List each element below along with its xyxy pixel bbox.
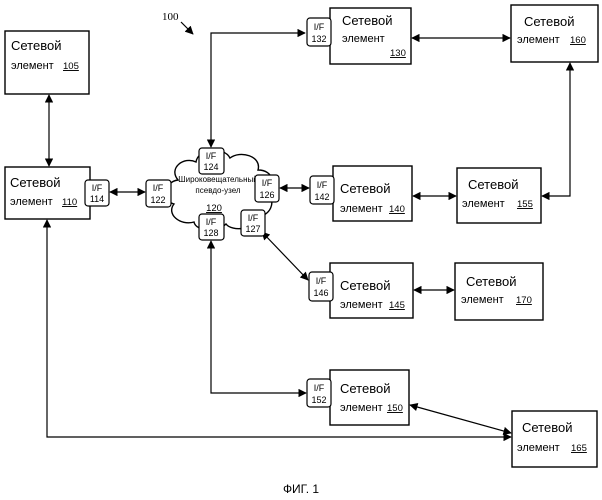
element-number: 145 bbox=[389, 300, 405, 311]
interface-122: I/F 122 bbox=[146, 180, 171, 207]
element-subtitle: элемент bbox=[462, 198, 505, 210]
interface-128: I/F 128 bbox=[199, 214, 224, 240]
interface-142: I/F 142 bbox=[310, 176, 334, 204]
interface-number: 132 bbox=[311, 34, 326, 44]
element-number: 170 bbox=[516, 295, 532, 306]
link-110-165 bbox=[47, 220, 511, 437]
link-155-160 bbox=[542, 63, 570, 196]
interface-label: I/F bbox=[248, 213, 259, 223]
interface-label: I/F bbox=[262, 178, 273, 188]
figure-ref-number: 100 bbox=[162, 11, 179, 23]
element-subtitle: элемент bbox=[342, 33, 385, 45]
network-element-110: Сетевой элемент 110 bbox=[5, 167, 90, 219]
link-127-146 bbox=[262, 232, 308, 280]
element-title: Сетевой bbox=[522, 420, 572, 435]
network-element-160: Сетевой элемент 160 bbox=[511, 5, 598, 62]
element-number: 155 bbox=[517, 199, 533, 210]
element-subtitle: элемент bbox=[340, 299, 383, 311]
element-number: 130 bbox=[390, 48, 406, 59]
element-subtitle: элемент bbox=[340, 203, 383, 215]
hub-label-line1: Широковещательный bbox=[178, 175, 257, 184]
network-element-145: Сетевой элемент 145 bbox=[330, 263, 413, 318]
interface-number: 122 bbox=[150, 195, 165, 205]
element-number: 110 bbox=[62, 197, 77, 208]
interface-label: I/F bbox=[316, 276, 327, 286]
element-title: Сетевой bbox=[10, 175, 60, 190]
interface-number: 142 bbox=[314, 192, 329, 202]
element-subtitle: элемент bbox=[517, 34, 560, 46]
interface-label: I/F bbox=[317, 180, 328, 190]
element-number: 140 bbox=[389, 204, 405, 215]
network-element-150: Сетевой элемент 150 bbox=[330, 370, 409, 425]
element-title: Сетевой bbox=[466, 274, 516, 289]
interface-124: I/F 124 bbox=[199, 148, 224, 174]
link-124-132 bbox=[211, 33, 305, 147]
network-element-140: Сетевой элемент 140 bbox=[333, 166, 412, 221]
interface-number: 128 bbox=[203, 228, 218, 238]
network-element-130: Сетевой элемент 130 bbox=[330, 8, 411, 64]
element-number: 150 bbox=[387, 403, 403, 414]
hub-number: 120 bbox=[206, 203, 222, 214]
network-element-105: Сетевой элемент 105 bbox=[5, 31, 89, 94]
interface-number: 126 bbox=[259, 190, 274, 200]
network-element-170: Сетевой элемент 170 bbox=[455, 263, 543, 320]
element-subtitle: элемент bbox=[10, 196, 53, 208]
element-title: Сетевой bbox=[468, 177, 518, 192]
element-subtitle: элемент bbox=[461, 294, 504, 306]
element-number: 160 bbox=[570, 35, 586, 46]
element-number: 165 bbox=[571, 443, 587, 454]
interface-label: I/F bbox=[206, 151, 217, 161]
link-150-165 bbox=[410, 405, 511, 433]
element-title: Сетевой bbox=[524, 14, 574, 29]
interface-number: 124 bbox=[203, 162, 218, 172]
interface-146: I/F 146 bbox=[309, 272, 333, 301]
interface-number: 114 bbox=[90, 194, 104, 204]
hub-label-line2: псевдо-узел bbox=[195, 186, 240, 195]
element-title: Сетевой bbox=[342, 13, 392, 28]
figure-caption: ФИГ. 1 bbox=[283, 482, 319, 496]
element-subtitle: элемент bbox=[11, 60, 54, 72]
network-element-165: Сетевой элемент 165 bbox=[512, 411, 597, 467]
interface-label: I/F bbox=[314, 383, 325, 393]
element-subtitle: элемент bbox=[340, 402, 383, 414]
interface-152: I/F 152 bbox=[307, 379, 331, 407]
element-title: Сетевой bbox=[11, 38, 61, 53]
interface-132: I/F 132 bbox=[307, 18, 331, 46]
interface-label: I/F bbox=[314, 22, 325, 32]
figure-ref-arrow bbox=[181, 22, 193, 34]
interface-label: I/F bbox=[92, 183, 103, 193]
interface-126: I/F 126 bbox=[255, 175, 279, 202]
interface-label: I/F bbox=[153, 183, 164, 193]
interface-114: I/F 114 bbox=[85, 180, 109, 206]
interface-number: 127 bbox=[245, 224, 260, 234]
element-title: Сетевой bbox=[340, 381, 390, 396]
element-number: 105 bbox=[63, 61, 79, 72]
network-element-155: Сетевой элемент 155 bbox=[457, 168, 541, 223]
element-subtitle: элемент bbox=[517, 442, 560, 454]
element-title: Сетевой bbox=[340, 181, 390, 196]
interface-number: 146 bbox=[313, 288, 328, 298]
interface-127: I/F 127 bbox=[241, 210, 265, 236]
element-title: Сетевой bbox=[340, 278, 390, 293]
interface-label: I/F bbox=[206, 217, 217, 227]
interface-number: 152 bbox=[311, 395, 326, 405]
